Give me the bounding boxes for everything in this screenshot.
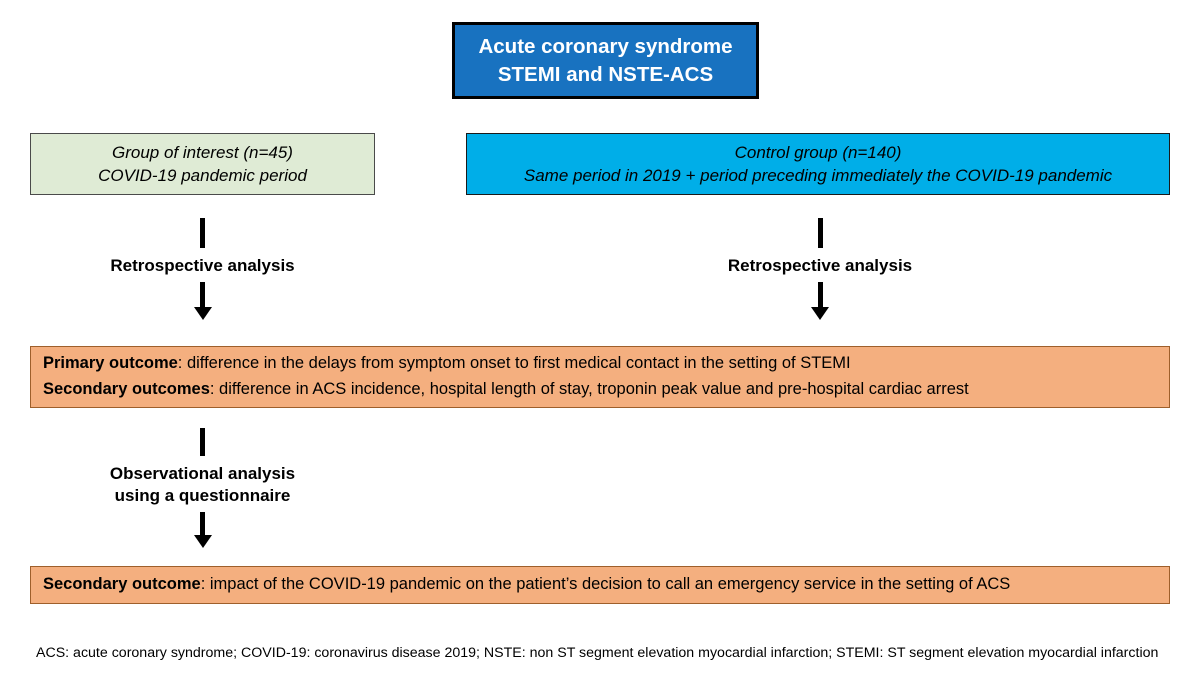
group-of-interest-line-1: Group of interest (n=45) [112,142,293,162]
group-of-interest-line-2: COVID-19 pandemic period [98,166,307,185]
arrow-shaft [200,281,205,308]
title-box-line-1: Acute coronary syndrome [478,35,733,59]
secondary-outcomes-text: : difference in ACS incidence, hospital … [209,380,969,398]
arrow-head [811,306,829,320]
arrow-shaft [200,511,205,536]
connector-label-observational-line-1: Observational analysis [109,464,296,483]
primary-outcome-row: Primary outcome: difference in the delay… [43,351,1169,377]
connector-label-right-retrospective: Retrospective analysis [727,256,913,275]
arrow-head [193,534,212,548]
abbreviations-footnote: ACS: acute coronary syndrome; COVID-19: … [36,645,1159,661]
title-box-line-2: STEMI and NSTE-ACS [497,62,714,86]
connector-stem-icon [817,218,823,248]
connector-label-left-retrospective: Retrospective analysis [110,256,295,275]
secondary-outcome-row: Secondary outcome: impact of the COVID-1… [43,572,1169,598]
connector-right-retrospective: Retrospective analysis [660,218,980,320]
primary-outcome-box: Primary outcome: difference in the delay… [30,346,1170,408]
secondary-outcomes-row: Secondary outcomes: difference in ACS in… [43,377,1169,403]
down-arrow-icon [811,281,829,320]
secondary-outcome-label: Secondary outcome [43,575,201,594]
down-arrow-icon [193,281,212,320]
primary-outcome-text: : difference in the delays from symptom … [177,354,851,373]
connector-label-observational-line-2: using a questionnaire [114,485,291,505]
secondary-outcome-box: Secondary outcome: impact of the COVID-1… [30,566,1170,604]
control-group-line-1: Control group (n=140) [734,142,902,162]
primary-outcome-label: Primary outcome [43,354,178,373]
arrow-shaft [817,281,823,308]
secondary-outcome-text: : impact of the COVID-19 pandemic on the… [200,575,1011,594]
connector-left-retrospective: Retrospective analysis [40,218,365,320]
group-of-interest-box: Group of interest (n=45) COVID-19 pandem… [30,133,375,195]
connector-observational-analysis: Observational analysis using a questionn… [40,428,365,548]
control-group-line-2: Same period in 2019 + period preceding i… [523,166,1113,185]
secondary-outcomes-label: Secondary outcomes [43,380,210,398]
connector-label-observational: Observational analysis using a questionn… [110,463,295,507]
title-box-acute-coronary-syndrome: Acute coronary syndrome STEMI and NSTE-A… [452,22,759,99]
arrow-head [193,306,212,320]
connector-stem-icon [200,428,205,456]
down-arrow-icon [193,511,212,548]
control-group-box: Control group (n=140) Same period in 201… [466,133,1170,195]
connector-stem-icon [200,218,205,248]
